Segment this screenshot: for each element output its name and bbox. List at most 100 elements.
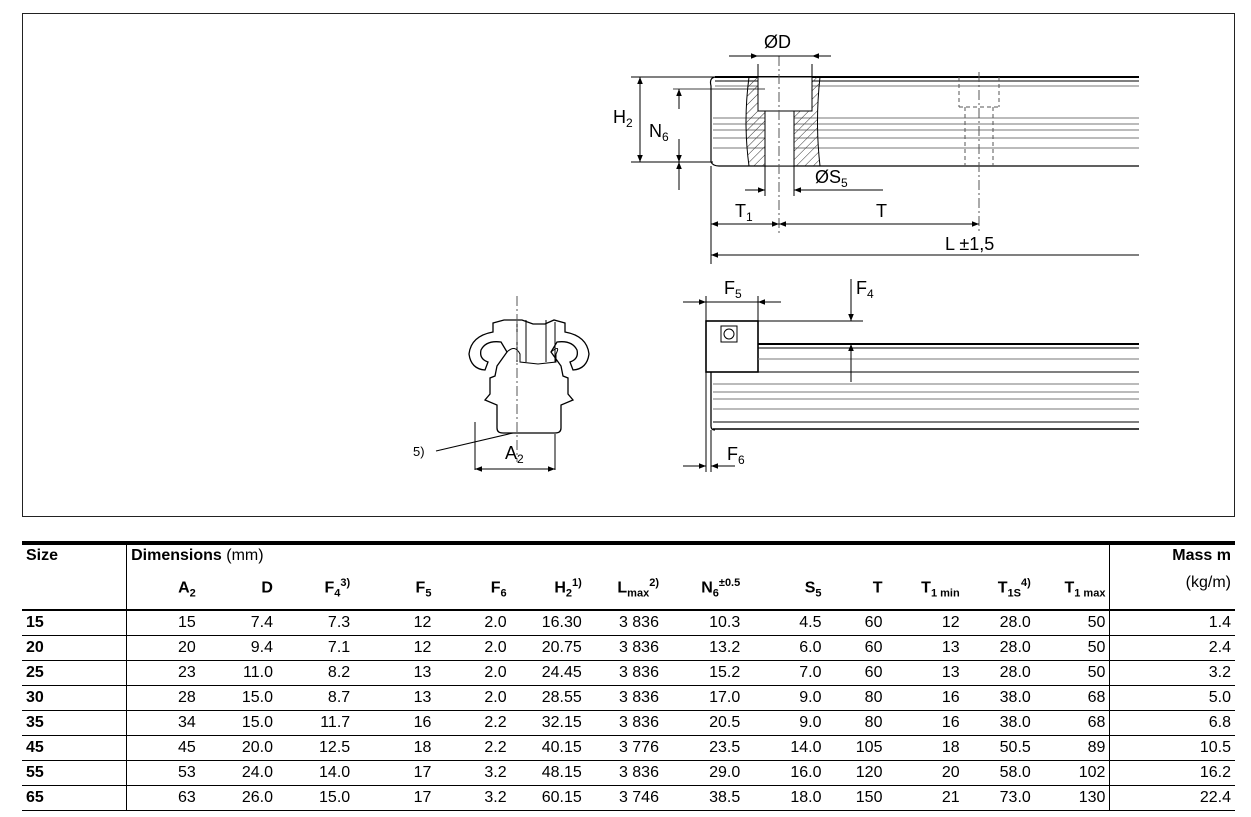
dimension-cell: 60 xyxy=(864,614,883,631)
size-cell: 45 xyxy=(22,735,128,761)
dimension-cell: 20.75 xyxy=(541,639,582,656)
dimension-cell: 2.0 xyxy=(484,614,507,631)
dimension-cell: 50 xyxy=(1087,664,1106,681)
dimension-cell: 150 xyxy=(855,789,883,806)
dimension-cell: 120 xyxy=(855,764,883,781)
size-cell: 20 xyxy=(22,635,128,661)
technical-drawing: ØD H2 N6 ØS5 T1 T L ±1,5 F5 F4 F6 A2 5) xyxy=(22,13,1235,517)
dimension-cell: 3.2 xyxy=(484,764,507,781)
dimension-cell: 68 xyxy=(1087,714,1106,731)
dimension-cell: 3 746 xyxy=(618,789,659,806)
dimension-cell: 16 xyxy=(413,714,432,731)
dimension-cell: 24.0 xyxy=(241,764,273,781)
dimension-cell: 13 xyxy=(941,664,960,681)
dimension-cell: 60 xyxy=(864,639,883,656)
rail-cap-view xyxy=(683,279,1139,472)
dimension-cell: 15.0 xyxy=(241,689,273,706)
label-l: L ±1,5 xyxy=(945,234,995,254)
dimension-cell: 3 836 xyxy=(618,689,659,706)
dimension-cell: 60 xyxy=(864,664,883,681)
column-header: A2 xyxy=(178,579,196,600)
size-cell: 55 xyxy=(22,760,128,786)
dimension-cell: 4.5 xyxy=(799,614,822,631)
dimension-cell: 18 xyxy=(941,739,960,756)
rail-profile-view xyxy=(435,296,590,472)
dimension-cell: 20.0 xyxy=(241,739,273,756)
dimension-cell: 13 xyxy=(941,639,960,656)
dimension-cell: 15 xyxy=(177,614,196,631)
label-n6: N6 xyxy=(649,121,669,144)
column-header: N6±0.5 xyxy=(701,577,741,600)
dimension-cell: 23.5 xyxy=(709,739,741,756)
label-f4: F4 xyxy=(856,278,874,301)
label-t: T xyxy=(876,201,887,221)
dimension-cell: 2.0 xyxy=(484,689,507,706)
dimension-cell: 26.0 xyxy=(241,789,273,806)
column-header: F43) xyxy=(324,577,351,600)
dimension-cell: 17 xyxy=(413,789,432,806)
dimension-cell: 13 xyxy=(413,689,432,706)
dimension-cell: 29.0 xyxy=(709,764,741,781)
dimension-cell: 21 xyxy=(941,789,960,806)
mass-cell: 1.4 xyxy=(1109,610,1235,636)
dimension-cell: 68 xyxy=(1087,689,1106,706)
dimension-cell: 28.0 xyxy=(999,664,1031,681)
label-s5: ØS5 xyxy=(815,167,848,190)
dimension-cell: 12 xyxy=(413,639,432,656)
dimension-cell: 12 xyxy=(413,614,432,631)
dimension-cell: 13.2 xyxy=(709,639,741,656)
dimension-cell: 73.0 xyxy=(999,789,1031,806)
dimension-cell: 38.0 xyxy=(999,689,1031,706)
column-header: T1S4) xyxy=(997,577,1031,600)
dimension-cell: 17 xyxy=(413,764,432,781)
dimension-cell: 2.0 xyxy=(484,664,507,681)
dimension-cell: 28.55 xyxy=(541,689,582,706)
dimension-cell: 9.4 xyxy=(250,639,273,656)
dimension-cell: 38.5 xyxy=(709,789,741,806)
label-a2: A2 xyxy=(505,443,524,466)
dimension-cell: 7.1 xyxy=(327,639,351,656)
dimension-cell: 50 xyxy=(1087,614,1106,631)
dimension-cell: 45 xyxy=(177,739,196,756)
column-header: T1 max xyxy=(1064,579,1106,600)
mass-cell: 2.4 xyxy=(1109,635,1235,661)
dimensions-header: Dimensions (mm) xyxy=(131,547,264,564)
mass-cell: 10.5 xyxy=(1109,735,1235,761)
dimension-cell: 48.15 xyxy=(541,764,582,781)
column-header: H21) xyxy=(554,577,582,600)
dimension-cell: 17.0 xyxy=(709,689,741,706)
size-cell: 30 xyxy=(22,685,128,711)
dimension-cell: 23 xyxy=(177,664,196,681)
dimension-cell: 16 xyxy=(941,689,960,706)
size-cell: 35 xyxy=(22,710,128,736)
dimension-cell: 9.0 xyxy=(799,689,822,706)
dimension-cell: 20 xyxy=(177,639,196,656)
dimension-cell: 80 xyxy=(864,714,883,731)
dimension-cell: 40.15 xyxy=(541,739,582,756)
dimension-cell: 38.0 xyxy=(999,714,1031,731)
mass-cell: 6.8 xyxy=(1109,710,1235,736)
dimension-cell: 89 xyxy=(1087,739,1106,756)
dimension-cell: 16 xyxy=(941,714,960,731)
dimension-cell: 11.0 xyxy=(243,664,273,681)
dimension-cell: 34 xyxy=(177,714,196,731)
column-header: D xyxy=(261,579,273,597)
dimension-cell: 18 xyxy=(413,739,432,756)
dimension-cell: 9.0 xyxy=(799,714,822,731)
dimension-cell: 3 836 xyxy=(618,764,659,781)
dimension-cell: 7.0 xyxy=(799,664,822,681)
dimension-cell: 10.3 xyxy=(709,614,741,631)
dimension-cell: 50 xyxy=(1087,639,1106,656)
mass-unit: (kg/m) xyxy=(1109,567,1235,610)
size-header: Size xyxy=(22,545,128,610)
drawing-lines xyxy=(435,53,1139,472)
dimension-cell: 3 836 xyxy=(618,664,659,681)
dimension-cell: 6.0 xyxy=(799,639,822,656)
